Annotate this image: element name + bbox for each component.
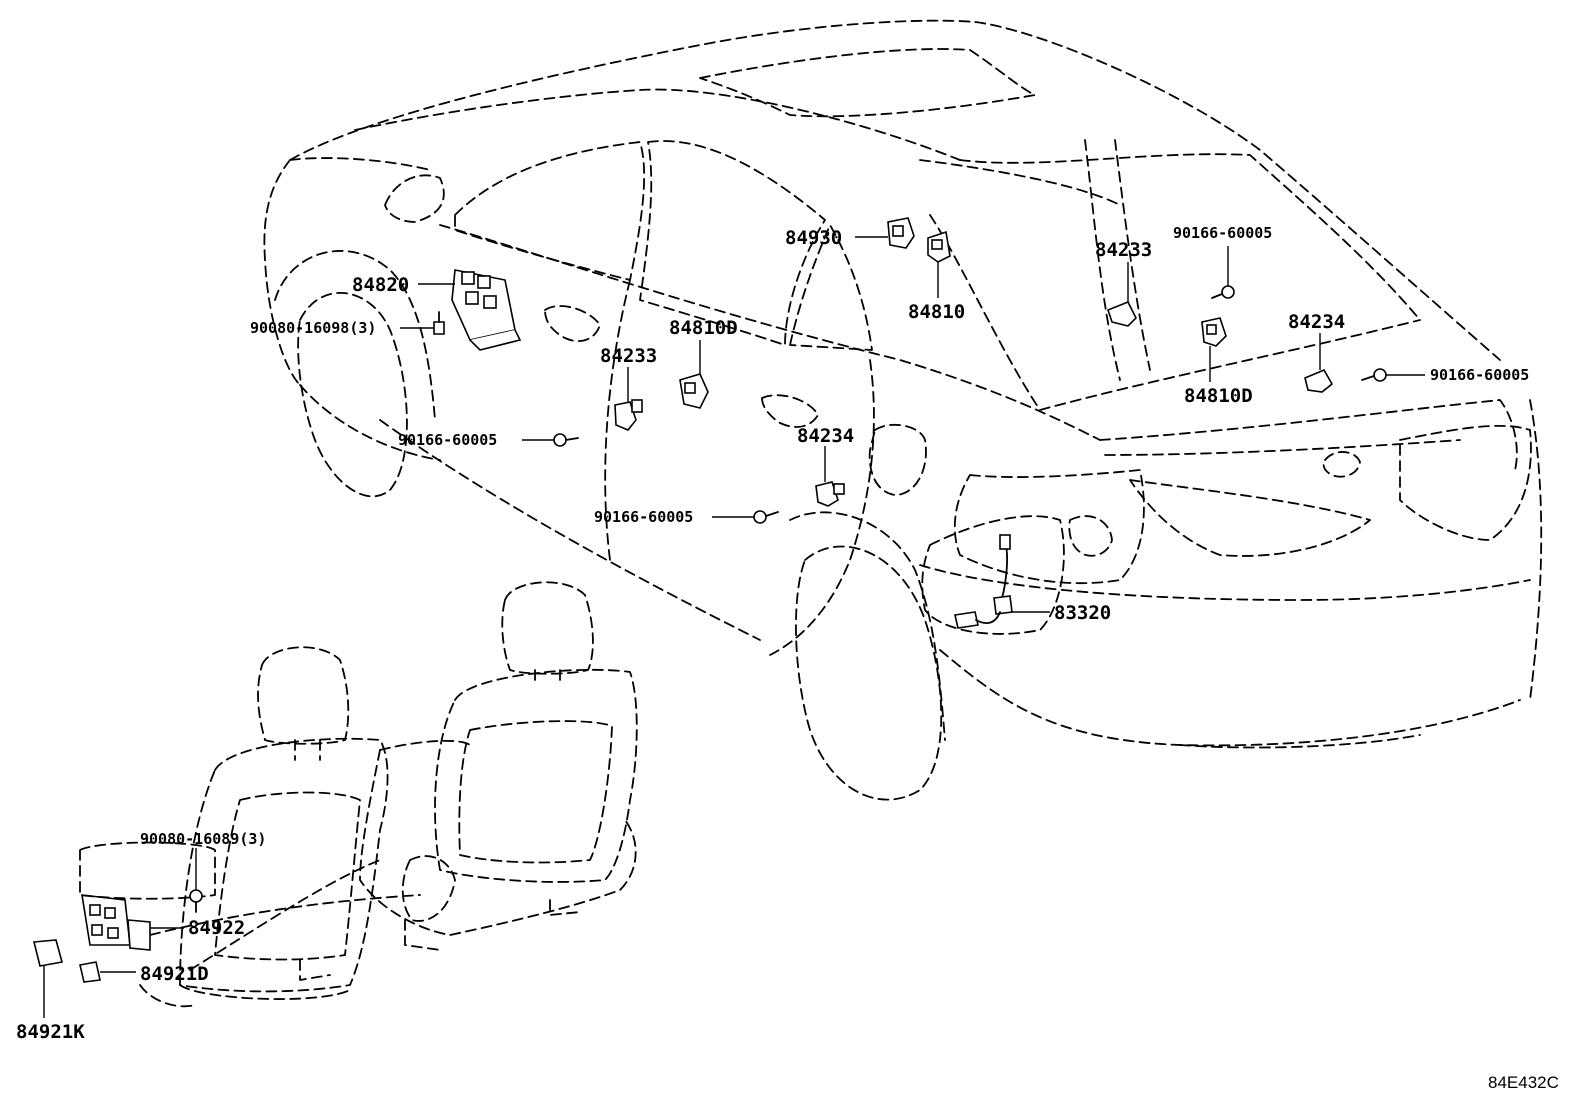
label-84234-door: 84234: [797, 425, 854, 447]
label-84233-rear: 84233: [1095, 239, 1152, 261]
label-90080-16098: 90080-16098(3): [250, 319, 376, 337]
car-body-outline: [263, 19, 1543, 801]
part-84810D-rear: [1201, 317, 1227, 347]
part-84233-door: [614, 399, 643, 431]
part-84234-rear: [1304, 368, 1334, 393]
label-90166-door: 90166-60005: [398, 431, 497, 449]
label-84810: 84810: [908, 301, 965, 323]
label-84820: 84820: [352, 274, 409, 296]
part-84810D-front: [679, 373, 709, 409]
part-84922: [79, 841, 216, 951]
bolt-90166-b: [1211, 285, 1235, 299]
part-84820-switch: [451, 269, 522, 351]
label-84921D: 84921D: [140, 963, 209, 985]
label-84233-door: 84233: [600, 345, 657, 367]
bolt-90166-a: [553, 433, 579, 447]
part-labels: 84930 84820 90080-16098(3) 84233 84810D …: [16, 224, 1529, 1043]
label-90080-16089: 90080-16089(3): [140, 830, 266, 848]
label-84922: 84922: [188, 917, 245, 939]
diagram-code: 84E432C: [1488, 1073, 1559, 1092]
label-84810D-front: 84810D: [669, 317, 738, 339]
bolt-90166-c: [1361, 368, 1387, 382]
label-83320: 83320: [1054, 602, 1111, 624]
part-84234-door: [815, 481, 845, 507]
label-90166-rear-lower: 90166-60005: [1430, 366, 1529, 384]
part-84930: [887, 217, 915, 249]
part-84921D: [79, 961, 101, 983]
part-84810: [927, 230, 951, 263]
bolt-90166-d: [753, 510, 779, 524]
part-84233-rear: [1107, 300, 1137, 327]
part-84921K: [32, 939, 64, 967]
label-84810D-rear: 84810D: [1184, 385, 1253, 407]
screw-90080-16089: [189, 889, 203, 913]
leader-lines: [43, 236, 1425, 1018]
parts: [32, 217, 1387, 983]
part-83320: [954, 534, 1013, 629]
label-84930: 84930: [785, 227, 842, 249]
seats-outline: [139, 581, 638, 1008]
label-84234-rear: 84234: [1288, 311, 1345, 333]
label-90166-door-lower: 90166-60005: [594, 508, 693, 526]
label-90166-rear-upper: 90166-60005: [1173, 224, 1272, 242]
label-84921K: 84921K: [16, 1021, 85, 1043]
screw-90080-16098: [433, 311, 445, 335]
